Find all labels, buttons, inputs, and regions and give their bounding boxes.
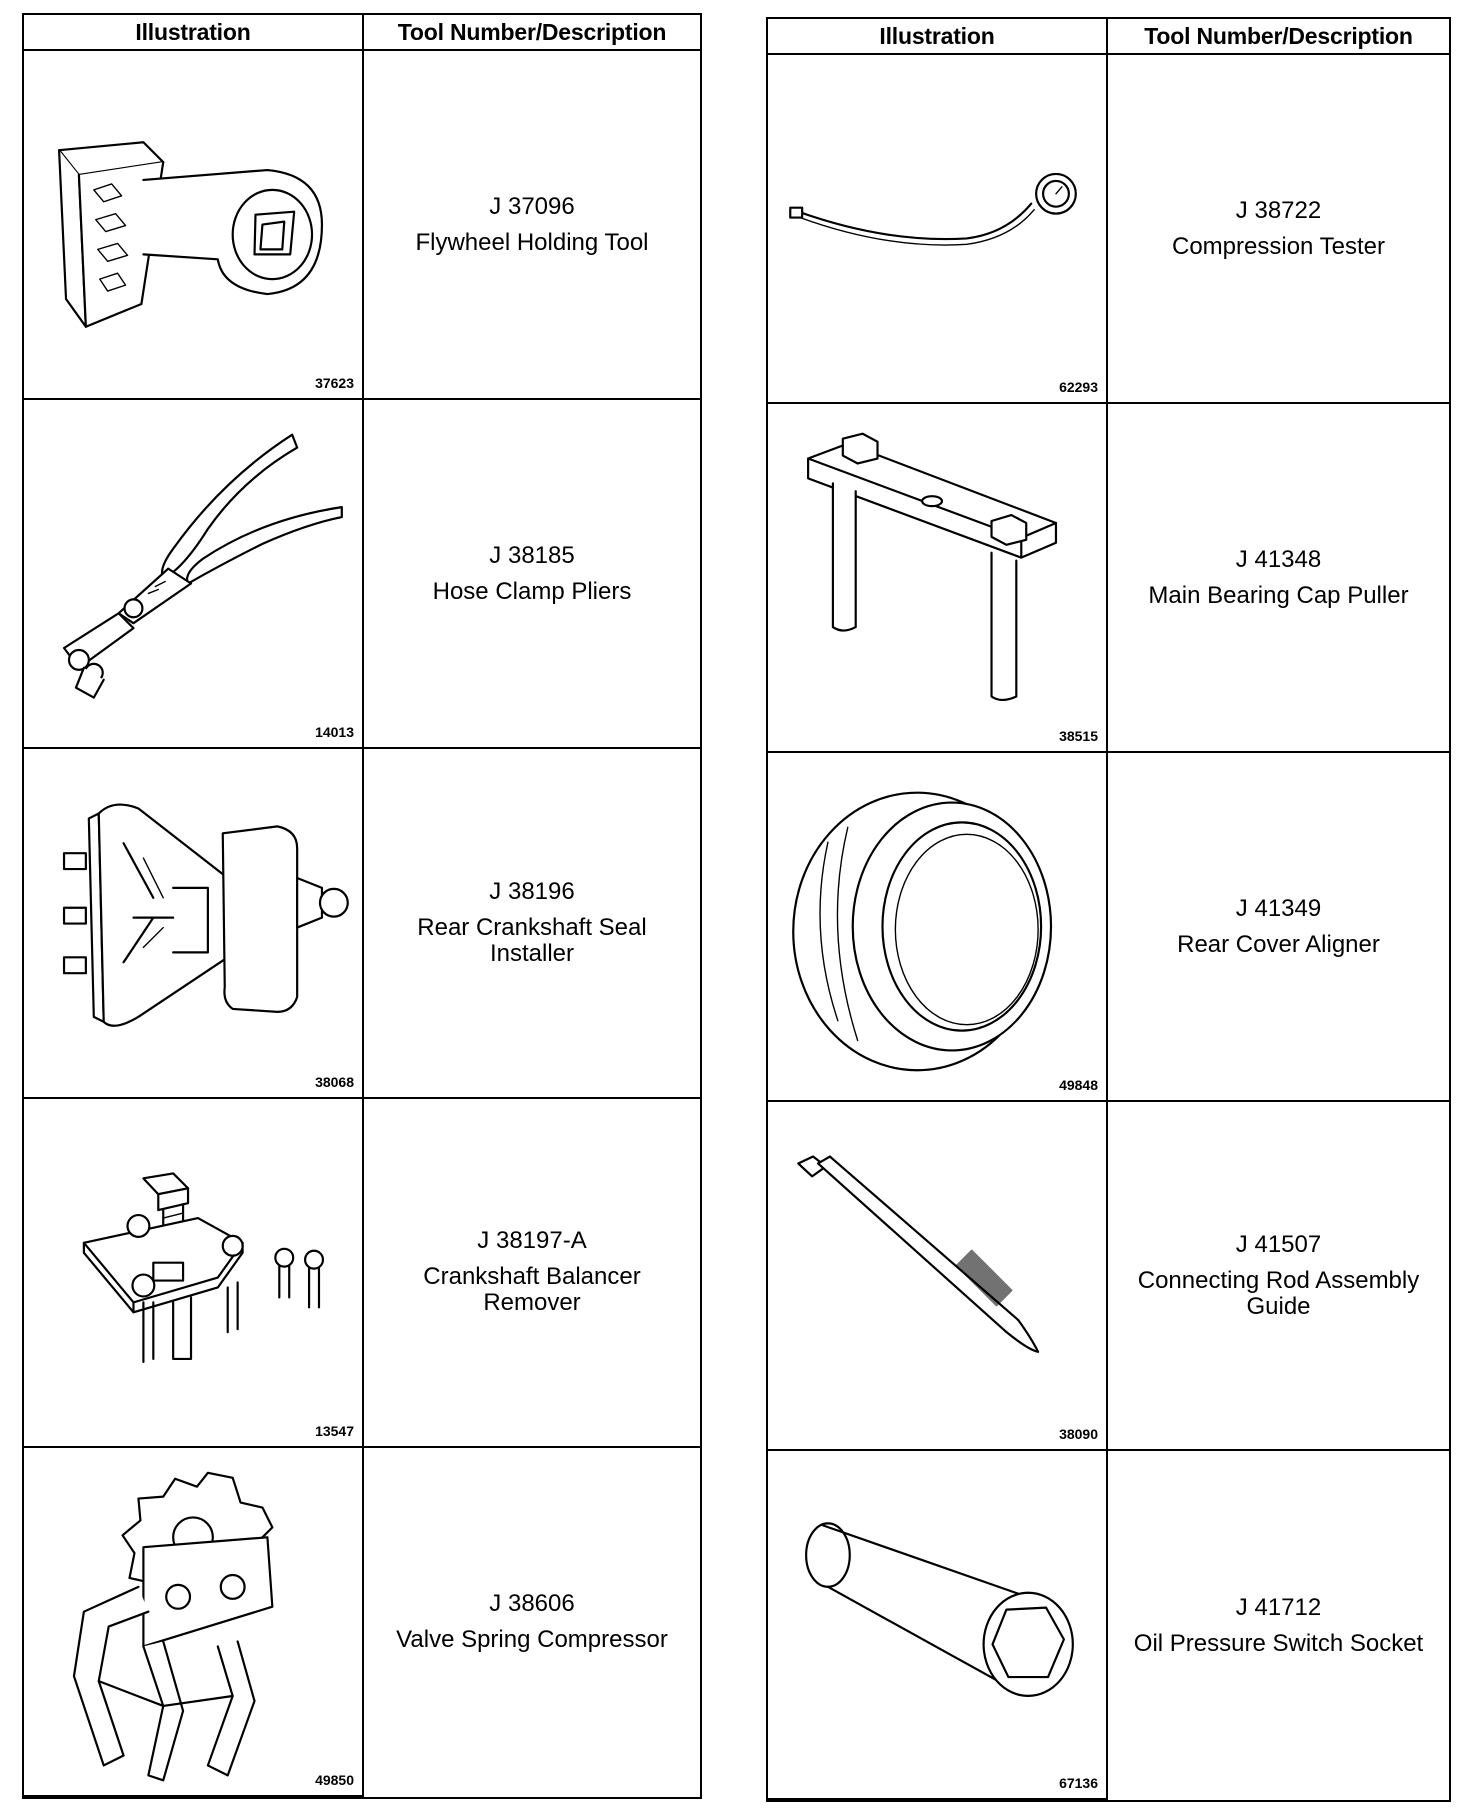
tool-description-cell: J 38722 Compression Tester	[1108, 55, 1449, 404]
seal-installer-icon	[62, 803, 349, 1028]
tool-name: Rear Cover Aligner	[1177, 930, 1380, 958]
figure-number: 37623	[315, 375, 354, 392]
tools-table-right: Illustration Tool Number/Description 622…	[766, 17, 1451, 1802]
tool-description-cell: J 38185 Hose Clamp Pliers	[364, 400, 700, 750]
header-tool-description: Tool Number/Description	[364, 15, 700, 51]
illustration-cell: 38090	[768, 1102, 1108, 1451]
illustration-cell: 38068	[24, 749, 364, 1099]
tool-number: J 38197-A	[477, 1227, 587, 1255]
illustration-cell: 49848	[768, 753, 1108, 1102]
figure-number: 62293	[1059, 379, 1098, 395]
rod-guide-icon	[797, 1155, 1040, 1353]
tool-description-cell: J 41712 Oil Pressure Switch Socket	[1108, 1451, 1449, 1800]
illustration-cell: 14013	[24, 400, 364, 750]
tool-number: J 41712	[1235, 1593, 1322, 1621]
compression-tester-icon	[789, 172, 1077, 246]
tool-number: J 41507	[1235, 1230, 1322, 1258]
tool-number: J 41348	[1235, 545, 1322, 573]
tool-number: J 38722	[1235, 196, 1322, 224]
figure-number: 13547	[315, 1422, 354, 1439]
flywheel-holding-tool-icon	[57, 141, 324, 328]
tool-name: Main Bearing Cap Puller	[1148, 581, 1409, 609]
tool-name: Crankshaft Balancer Remover	[423, 1263, 641, 1317]
tool-number: J 38606	[489, 1590, 575, 1618]
header-illustration: Illustration	[768, 19, 1108, 55]
tool-number: J 41349	[1235, 894, 1322, 922]
illustration-cell: 37623	[24, 51, 364, 401]
tool-name: Oil Pressure Switch Socket	[1133, 1629, 1424, 1657]
illustration-cell: 38515	[768, 404, 1108, 753]
figure-number: 49850	[315, 1772, 354, 1788]
tool-name: Hose Clamp Pliers	[432, 577, 632, 605]
tool-name: Compression Tester	[1172, 232, 1385, 260]
figure-number: 38515	[1059, 728, 1098, 744]
illustration-cell: 62293	[768, 55, 1108, 404]
illustration-cell: 67136	[768, 1451, 1108, 1800]
balancer-remover-icon	[82, 1171, 325, 1363]
illustration-cell: 49850	[24, 1447, 364, 1797]
figure-number: 38090	[1059, 1426, 1098, 1442]
tool-number: J 38196	[489, 877, 575, 905]
figure-number: 49848	[1059, 1077, 1098, 1093]
tool-description-cell: J 41348 Main Bearing Cap Puller	[1108, 404, 1449, 753]
header-illustration: Illustration	[24, 15, 364, 51]
illustration-cell: 13547	[24, 1098, 364, 1448]
tool-description-cell: J 38196 Rear Crankshaft Seal Installer	[364, 749, 700, 1099]
figure-number: 38068	[315, 1073, 354, 1090]
tool-name: Valve Spring Compressor	[396, 1626, 668, 1654]
tool-description-cell: J 41507 Connecting Rod Assembly Guide	[1108, 1102, 1449, 1451]
tool-description-cell: J 38197-A Crankshaft Balancer Remover	[364, 1099, 700, 1448]
socket-icon	[805, 1522, 1074, 1697]
tools-table-left: Illustration Tool Number/Description 376…	[22, 13, 702, 1799]
valve-spring-compressor-icon	[72, 1471, 274, 1782]
tool-number: J 37096	[489, 192, 575, 220]
bearing-cap-puller-icon	[807, 432, 1058, 702]
cover-aligner-ring-icon	[792, 791, 1053, 1072]
header-tool-description: Tool Number/Description	[1108, 19, 1449, 55]
tool-description-cell: J 41349 Rear Cover Aligner	[1108, 753, 1449, 1102]
figure-number: 67136	[1059, 1775, 1098, 1791]
tool-name: Rear Crankshaft Seal Installer	[417, 913, 647, 967]
tool-name: Flywheel Holding Tool	[415, 228, 649, 256]
tool-number: J 38185	[489, 541, 575, 569]
tool-description-cell: J 38606 Valve Spring Compressor	[364, 1448, 700, 1797]
hose-clamp-pliers-icon	[62, 433, 343, 699]
figure-number: 14013	[315, 724, 354, 741]
tool-name: Connecting Rod Assembly Guide	[1137, 1266, 1420, 1320]
tool-description-cell: J 37096 Flywheel Holding Tool	[364, 51, 700, 401]
